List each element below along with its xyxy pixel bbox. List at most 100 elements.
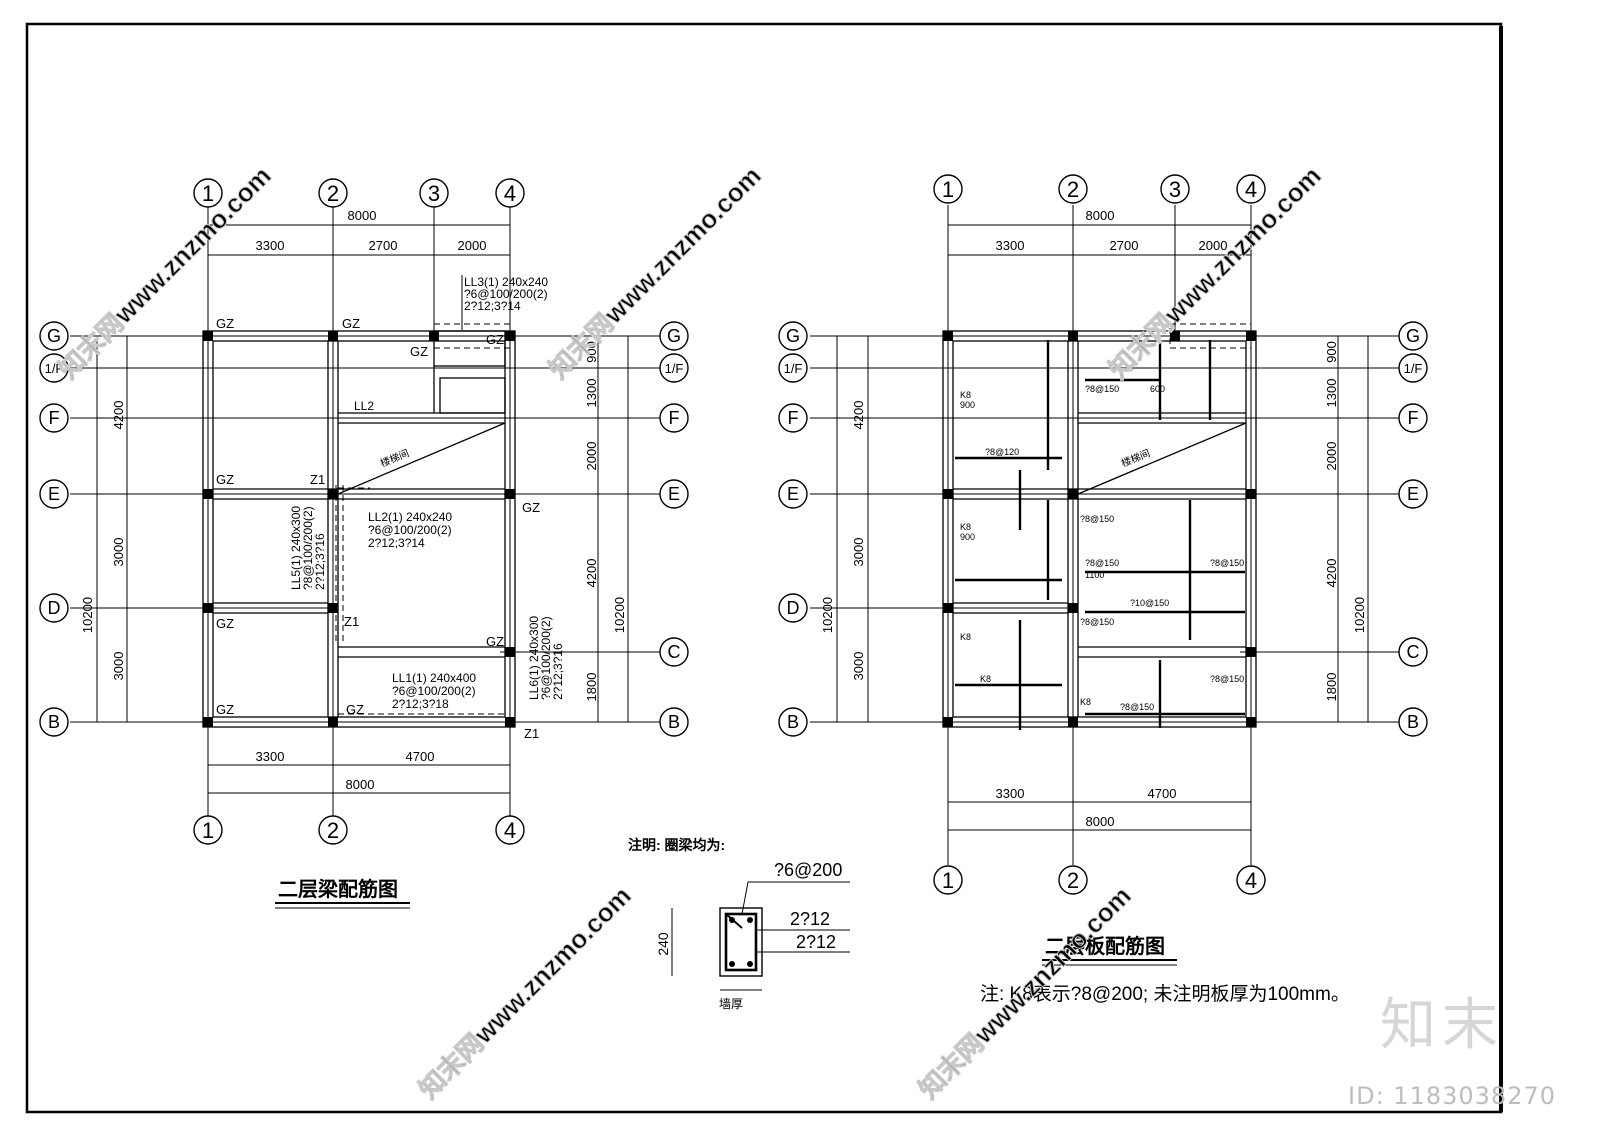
axis-label: G	[47, 326, 61, 346]
beam-ll3: 2?12;3?14	[464, 299, 521, 313]
rebar-label: 1100	[1085, 570, 1104, 580]
axis-label: C	[668, 642, 681, 662]
axis-label: E	[1407, 484, 1419, 504]
dim-total: 8000	[1086, 208, 1115, 223]
axis-label: 1	[202, 818, 214, 843]
axis-label: B	[668, 712, 680, 732]
beam-ll1: LL1(1) 240x400	[392, 671, 476, 685]
axis-label: 4	[1245, 177, 1257, 202]
beam-ll1: 2?12;3?18	[392, 697, 449, 711]
col-tag: GZ	[486, 634, 504, 649]
axis-label: 4	[504, 181, 516, 206]
beam-ll2: LL2(1) 240x240	[368, 510, 452, 524]
axis-label: 2	[1067, 868, 1079, 893]
watermark-text: 知末网www.znzmo.com	[53, 160, 277, 384]
rebar-label: ?8@150	[1210, 558, 1244, 568]
axis-label: 1/F	[665, 361, 684, 376]
dim-total: 8000	[346, 777, 375, 792]
col-tag: GZ	[486, 332, 504, 347]
axis-label: 3	[1169, 177, 1181, 202]
dim-span: 2000	[458, 238, 487, 253]
dim-total: 10200	[80, 597, 95, 633]
right-slab-plan: K8 900 ?8@120 ?8@150 1100 K8 900 ?8@150 …	[810, 205, 1400, 865]
beam-ll5: 2?12;3?16	[313, 533, 327, 590]
dim-seg: 3000	[851, 652, 866, 681]
axis-label: F	[669, 408, 680, 428]
axis-label: 2	[327, 818, 339, 843]
col-tag: GZ	[346, 702, 364, 717]
rebar-labels: K8 900 ?8@120 ?8@150 1100 K8 900 ?8@150 …	[960, 384, 1244, 712]
axis-label: 3	[428, 181, 440, 206]
axis-label: G	[786, 326, 800, 346]
axis-label: 4	[504, 818, 516, 843]
beam-ll5: LL5(1) 240x300	[289, 506, 303, 590]
beam-ll6: LL6(1) 240x300	[527, 616, 541, 700]
axis-label: B	[48, 712, 60, 732]
left-beam-plan	[70, 205, 660, 820]
beam-ll2: 2?12;3?14	[368, 536, 425, 550]
dim-span: 3300	[256, 749, 285, 764]
col-tag: Z1	[344, 614, 359, 629]
axis-label: B	[1407, 712, 1419, 732]
dim-span: 3300	[996, 786, 1025, 801]
col-tag: Z1	[310, 472, 325, 487]
beam-ll6: 2?12;3?16	[551, 643, 565, 700]
rebar-label: ?8@150	[1080, 617, 1114, 627]
dim-span: 4700	[1148, 786, 1177, 801]
watermark-text: 知末网www.znzmo.com	[413, 880, 637, 1104]
ring-beam-top-bars: 2?12	[790, 909, 830, 929]
axis-label: 1/F	[784, 361, 803, 376]
right-plan-title: 二层板配筋图	[1045, 934, 1165, 958]
beam-ll2-short: LL2	[354, 399, 374, 413]
axis-label: 1	[942, 177, 954, 202]
dim-total: 10200	[612, 597, 627, 633]
dim-seg: 1300	[584, 379, 599, 408]
watermark-text: 知末网www.znzmo.com	[543, 160, 767, 384]
col-tag: GZ	[216, 702, 234, 717]
axis-label: E	[668, 484, 680, 504]
slab-note: 注: K8表示?8@200; 未注明板厚为100mm。	[980, 983, 1350, 1005]
dim-seg: 4200	[1324, 559, 1339, 588]
beam-ll5: ?8@100/200(2)	[301, 506, 315, 590]
rebar-label: K8	[960, 632, 971, 642]
left-column-tags: GZ GZ GZ GZ GZ GZ GZ GZ GZ Z1 Z1 GZ Z1	[216, 316, 540, 741]
slab-rebar	[955, 340, 1245, 730]
dim-total: 10200	[820, 597, 835, 633]
rebar-label: ?8@150	[1085, 384, 1119, 394]
right-axis-bubbles-bottom: 1 2 4	[933, 865, 1266, 895]
rebar-label: ?8@150	[1210, 674, 1244, 684]
axis-label: 2	[327, 181, 339, 206]
col-tag: GZ	[216, 472, 234, 487]
rebar-label: K8	[960, 522, 971, 532]
col-tag: GZ	[342, 316, 360, 331]
rebar-label: ?8@150	[1120, 702, 1154, 712]
dim-seg: 1800	[1324, 673, 1339, 702]
dim-seg: 3000	[111, 652, 126, 681]
axis-label: D	[48, 598, 61, 618]
left-axis-bubbles-bottom: 1 2 4	[193, 815, 525, 845]
ring-beam-height: 240	[655, 932, 671, 956]
ring-beam-bottom-bars: 2?12	[796, 932, 836, 952]
axis-label: C	[1407, 642, 1420, 662]
axis-label: F	[1408, 408, 1419, 428]
axis-label: G	[1406, 326, 1420, 346]
rebar-label: ?8@150	[1085, 558, 1119, 568]
rebar-label: 900	[960, 532, 975, 542]
dim-total: 10200	[1352, 597, 1367, 633]
left-axis-bubbles-top: 1 2 3 4	[193, 178, 525, 208]
axis-label: 4	[1245, 868, 1257, 893]
axis-label: F	[49, 408, 60, 428]
col-tag: GZ	[410, 344, 428, 359]
col-tag: GZ	[216, 616, 234, 631]
axis-label: F	[788, 408, 799, 428]
axis-label: 1	[942, 868, 954, 893]
rebar-label: ?10@150	[1130, 598, 1169, 608]
stair-label: 楼梯间	[378, 446, 411, 469]
ring-beam-detail	[671, 881, 850, 991]
axis-label: 1	[202, 181, 214, 206]
dim-seg: 3000	[111, 538, 126, 567]
rebar-label: ?8@150	[1080, 514, 1114, 524]
axis-label: B	[787, 712, 799, 732]
axis-label: D	[787, 598, 800, 618]
beam-ll2: ?6@100/200(2)	[368, 523, 452, 537]
